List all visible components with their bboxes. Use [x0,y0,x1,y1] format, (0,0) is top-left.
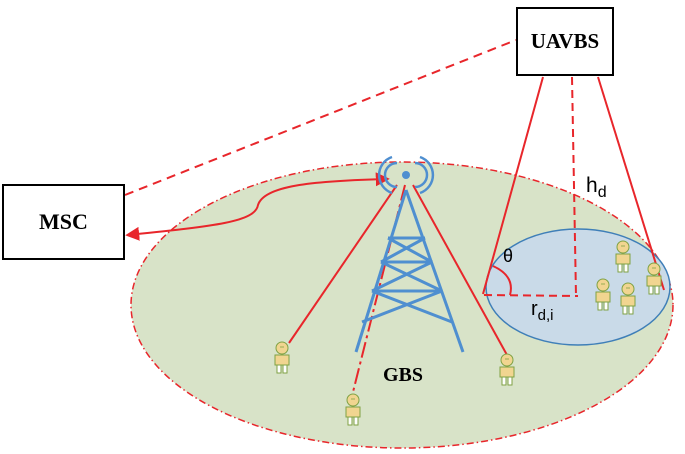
radius-symbol: r [531,298,538,320]
uav-height-label: hd [586,174,607,202]
uav-height-line [571,76,577,297]
msc-box: MSC [2,184,125,260]
radius-subscript: d,i [537,307,554,324]
uav-radius-line [483,294,579,297]
gbs-label: GBS [383,364,424,386]
uav-cell-coverage [485,228,671,346]
angle-arc [492,265,512,296]
msc-label: MSC [39,209,88,234]
height-subscript: d [597,184,607,202]
uav-beam-left [482,76,544,295]
msc-gbs-link [125,172,390,241]
height-symbol: h [586,174,598,197]
uavbs-box: UAVBS [516,7,614,76]
cell-tower-icon [354,155,465,353]
radius-label: rd,i [531,298,554,324]
uavbs-label: UAVBS [530,29,600,53]
gbs-link-user-left [288,184,398,344]
msc-uavbs-link [124,39,517,196]
angle-label: θ [503,246,514,266]
uav-beam-right [597,76,665,291]
gbs-link-user-right [412,184,508,356]
